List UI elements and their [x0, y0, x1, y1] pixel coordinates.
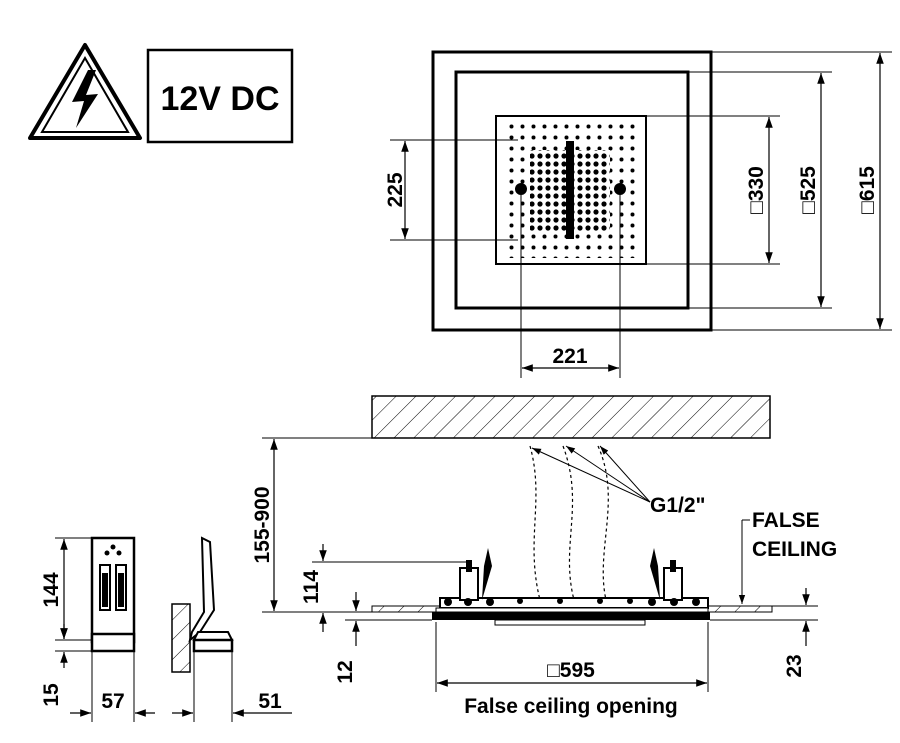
- dim-57: 57: [101, 690, 124, 713]
- opening-caption: False ceiling opening: [464, 695, 678, 718]
- hose-2: [562, 445, 575, 601]
- hose-3: [597, 445, 609, 601]
- dim-23: 23: [783, 654, 806, 677]
- dim-225: 225: [384, 172, 407, 207]
- light-right: [614, 183, 626, 195]
- hose-1: [529, 445, 541, 601]
- warning-sign: 12V DC: [28, 43, 294, 144]
- dim-12: 12: [334, 660, 357, 683]
- dim-51: 51: [258, 690, 282, 713]
- voltage-box: [146, 48, 294, 144]
- dim-114: 114: [300, 570, 323, 604]
- pipe-label: G1/2": [650, 494, 705, 517]
- high-voltage-warning-icon: [28, 43, 142, 140]
- false-ceiling-line2: CEILING: [752, 538, 837, 561]
- remote-side: [171, 536, 234, 673]
- dim-height: 155-900: [251, 486, 274, 563]
- side-view: 155-900 G1/2" FALSE CEILING: [251, 395, 837, 718]
- dim-144: 144: [40, 572, 63, 607]
- dim-615: □615: [856, 166, 879, 214]
- remote-view: 144 15 57 51: [40, 536, 292, 722]
- false-ceiling-right: [707, 605, 773, 613]
- light-left: [515, 183, 527, 195]
- false-ceiling-line1: FALSE: [752, 509, 820, 532]
- center-bar: [566, 141, 574, 239]
- dim-330: □330: [745, 166, 768, 214]
- remote-front: [90, 536, 136, 653]
- shower-head-side: [432, 548, 710, 626]
- dim-opening: □595: [547, 659, 595, 682]
- dim-15: 15: [40, 683, 63, 707]
- false-ceiling-left: [371, 605, 441, 613]
- dim-221: 221: [552, 345, 587, 368]
- top-view: 225 221 □330 □525 □615: [384, 50, 892, 378]
- voltage-label: 12V DC: [160, 80, 279, 118]
- ceiling-slab: [371, 395, 771, 439]
- dim-525: □525: [797, 166, 820, 214]
